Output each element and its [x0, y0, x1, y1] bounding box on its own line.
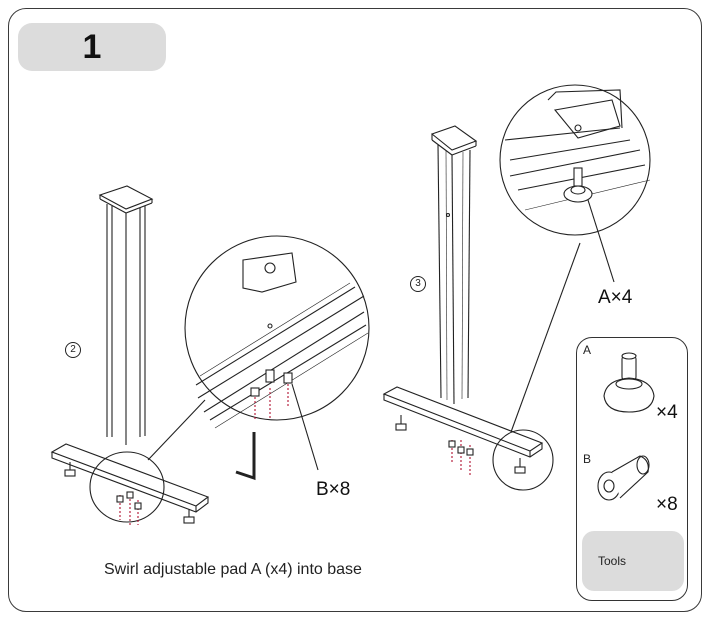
part-b-quantity: ×8	[656, 494, 678, 515]
tools-panel: Tools	[582, 531, 684, 591]
step-number: 1	[82, 28, 102, 66]
part-a-letter: A	[583, 343, 592, 357]
tools-label: Tools	[598, 554, 627, 568]
sub-step-2-marker: 2	[65, 342, 81, 358]
part-b-letter: B	[583, 452, 592, 466]
sub-step-3-marker: 3	[410, 276, 426, 292]
bolt-icon	[597, 455, 650, 501]
step-badge: 1	[18, 23, 166, 71]
instruction-caption: Swirl adjustable pad A (x4) into base	[104, 561, 362, 578]
adjustable-pad-icon	[603, 352, 655, 413]
parts-list	[576, 337, 688, 601]
right-leg-drawing	[382, 125, 581, 491]
left-magnified-detail	[184, 235, 370, 481]
instruction-frame	[8, 8, 702, 612]
right-magnified-detail	[499, 84, 651, 283]
bolt-callout: B×8	[316, 479, 351, 500]
part-a-quantity: ×4	[656, 402, 678, 423]
left-leg-drawing	[50, 185, 210, 525]
pad-callout: A×4	[598, 287, 633, 308]
